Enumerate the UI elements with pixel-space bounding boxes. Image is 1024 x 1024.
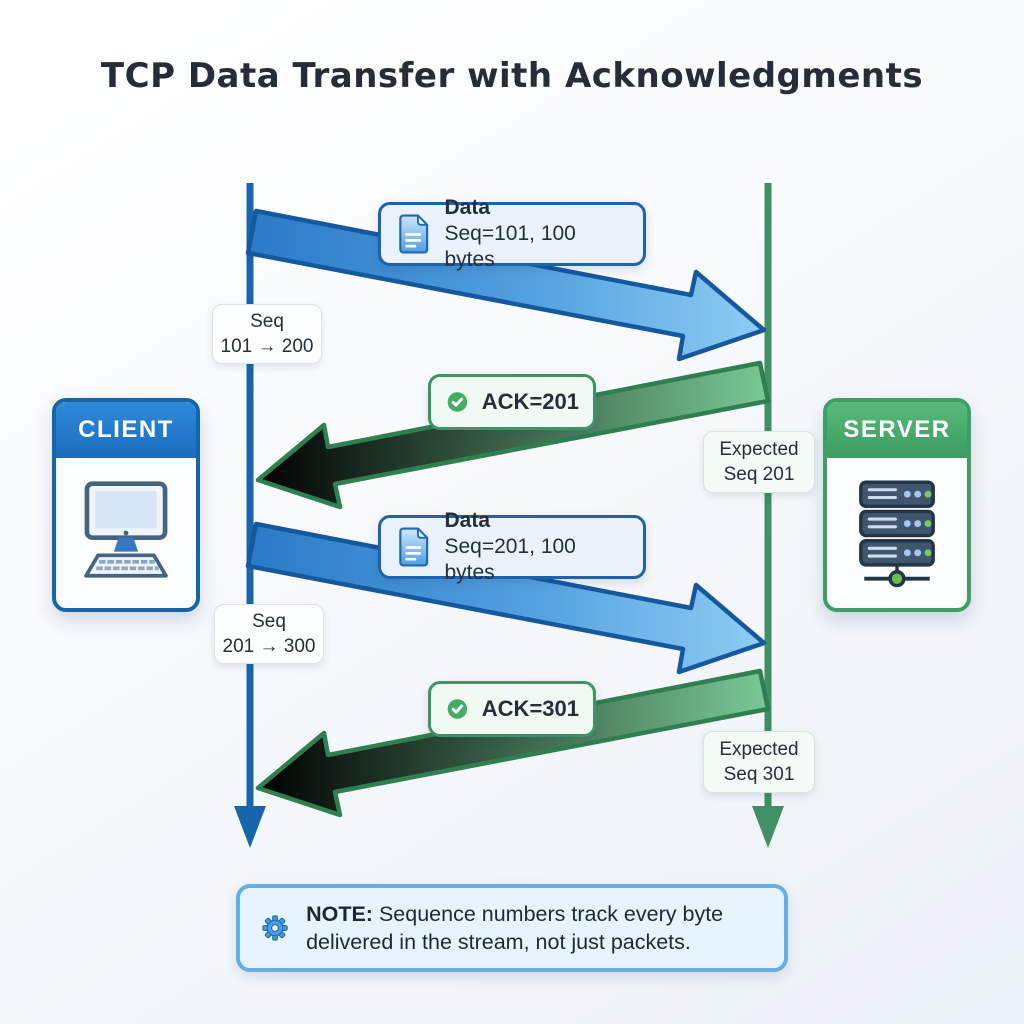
data-arrow-1 — [245, 208, 767, 362]
client-seq-annotation-1: Seq 101 → 200 — [212, 304, 322, 364]
server-actor-label: SERVER — [827, 402, 967, 458]
server-rack-icon — [859, 480, 935, 588]
note-body: Sequence numbers track every byte delive… — [306, 902, 724, 954]
annotation-line: Seq — [250, 311, 284, 332]
ack-message-1: ACK=201 — [428, 374, 596, 430]
data-message-detail: Seq=201, 100 bytes — [444, 535, 576, 584]
data-arrow-2 — [245, 521, 767, 675]
client-lifeline-arrowhead-icon — [234, 806, 266, 848]
gear-icon — [262, 915, 288, 941]
server-expected-annotation-2: Expected Seq 301 — [703, 731, 815, 793]
desktop-computer-icon — [84, 481, 168, 578]
annotation-line: Seq 301 — [723, 764, 795, 785]
annotation-line: Seq 201 — [723, 464, 795, 485]
data-message-title: Data — [444, 509, 491, 532]
annotation-line: Seq — [252, 611, 286, 632]
note-text: NOTE: Sequence numbers track every byte … — [306, 900, 764, 956]
data-message-2: Data Seq=201, 100 bytes — [378, 509, 646, 584]
annotation-line: Expected — [719, 739, 799, 760]
annotation-line: 101 → 200 — [220, 336, 314, 357]
server-actor-box: SERVER — [823, 398, 971, 612]
document-icon — [399, 527, 429, 567]
data-message-detail: Seq=101, 100 bytes — [444, 222, 576, 271]
ack-arrow-2 — [255, 668, 771, 818]
page-title: TCP Data Transfer with Acknowledgments — [100, 56, 924, 96]
ack-arrow-1 — [255, 360, 771, 510]
data-message-1: Data Seq=101, 100 bytes — [378, 196, 646, 271]
client-actor-label: CLIENT — [56, 402, 196, 458]
document-icon — [399, 214, 429, 254]
ack-message-2: ACK=301 — [428, 681, 596, 737]
server-lifeline-arrowhead-icon — [752, 806, 784, 848]
annotation-line: Expected — [719, 439, 799, 460]
note-box: NOTE: Sequence numbers track every byte … — [236, 884, 788, 972]
client-actor-box: CLIENT — [52, 398, 200, 612]
note-prefix: NOTE: — [306, 902, 373, 926]
annotation-line: 201 → 300 — [222, 636, 316, 657]
client-seq-annotation-2: Seq 201 → 300 — [214, 604, 324, 664]
ack-message-label: ACK=201 — [481, 389, 579, 414]
check-circle-icon — [447, 699, 468, 719]
server-expected-annotation-1: Expected Seq 201 — [703, 431, 815, 493]
ack-message-label: ACK=301 — [481, 696, 579, 721]
check-circle-icon — [447, 392, 468, 412]
data-message-title: Data — [444, 196, 491, 219]
